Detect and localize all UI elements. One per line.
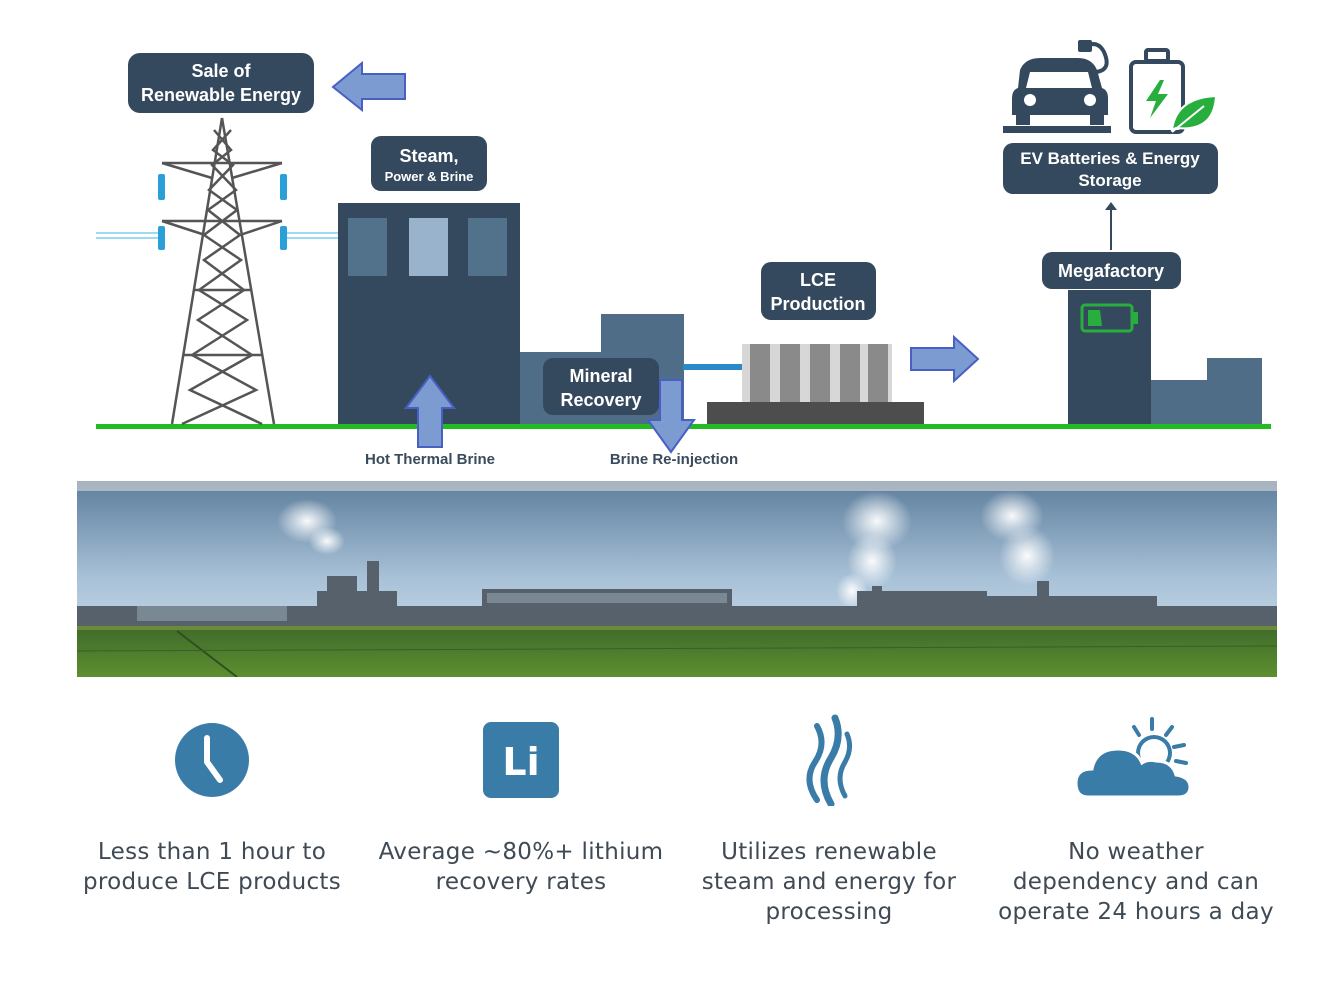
feature-speed: Less than 1 hour to produce LCE products [62,705,362,897]
ev-label-line1: EV Batteries & Energy [1020,149,1200,168]
feature-steam: Utilizes renewable steam and energy for … [679,705,979,927]
brine-pipe [683,364,745,370]
mineral-label-line2: Recovery [560,390,641,410]
lithium-icon: Li [483,722,559,798]
mineral-label-box [543,358,659,415]
plant-window [409,218,448,276]
hot-brine-label: Hot Thermal Brine [365,451,495,468]
reinjection-arrow [646,379,696,454]
transmission-tower-icon [161,117,283,426]
plant-window [348,218,387,276]
mineral-label-line1: Mineral [569,366,632,386]
feature-steam-text: Utilizes renewable steam and energy for … [701,839,957,925]
geothermal-plant-photo [77,481,1277,677]
to-storage-arrowhead [1105,202,1117,210]
feature-recovery-text: Average ~80%+ lithium recovery rates [378,839,664,895]
feature-recovery: Li Average ~80%+ lithium recovery rates [371,705,671,897]
steam-label-box [371,136,487,191]
ev-label-box [1003,143,1218,194]
megafactory-building [1068,290,1151,424]
feature-weather-text: No weather dependency and can operate 24… [998,839,1274,925]
hot-brine-arrow [404,374,456,448]
lce-label-line1: LCE [800,270,836,290]
lce-label-box [761,262,876,320]
electric-car-icon [1003,40,1111,133]
feature-speed-text: Less than 1 hour to produce LCE products [82,839,342,895]
battery-leaf-icon [1129,48,1218,134]
power-lines [96,232,340,239]
insulator-icons [158,174,287,250]
feature-weather: No weather dependency and can operate 24… [986,705,1286,927]
sell-arrow [331,60,406,113]
reinjection-label: Brine Re-injection [610,451,738,468]
steam-icon [806,714,853,806]
lce-plant-columns [750,344,888,402]
plant-landscape-illustration [77,481,1277,677]
lce-plant-base [707,402,924,424]
megafactory-annex [1151,380,1209,424]
sale-energy-label-box [128,53,314,113]
steam-label-line2: Power & Brine [385,169,474,184]
sale-label-line2: Renewable Energy [141,85,301,105]
steam-label-line1: Steam, [399,146,458,166]
to-megafactory-arrow [910,334,980,384]
battery-icon [1080,303,1138,333]
lithium-icon-text: Li [502,740,539,784]
lce-label-line2: Production [771,294,866,314]
clock-icon [175,723,249,797]
sale-label-line1: Sale of [191,61,251,81]
megafactory-label: Megafactory [1058,261,1164,281]
megafactory-label-box [1042,252,1181,289]
weather-icon [1076,717,1192,799]
megafactory-annex-tall [1207,358,1262,424]
ev-label-line2: Storage [1078,171,1141,190]
plant-window [468,218,507,276]
process-diagram: Sale of Renewable Energy Steam, Power & … [96,40,1271,468]
